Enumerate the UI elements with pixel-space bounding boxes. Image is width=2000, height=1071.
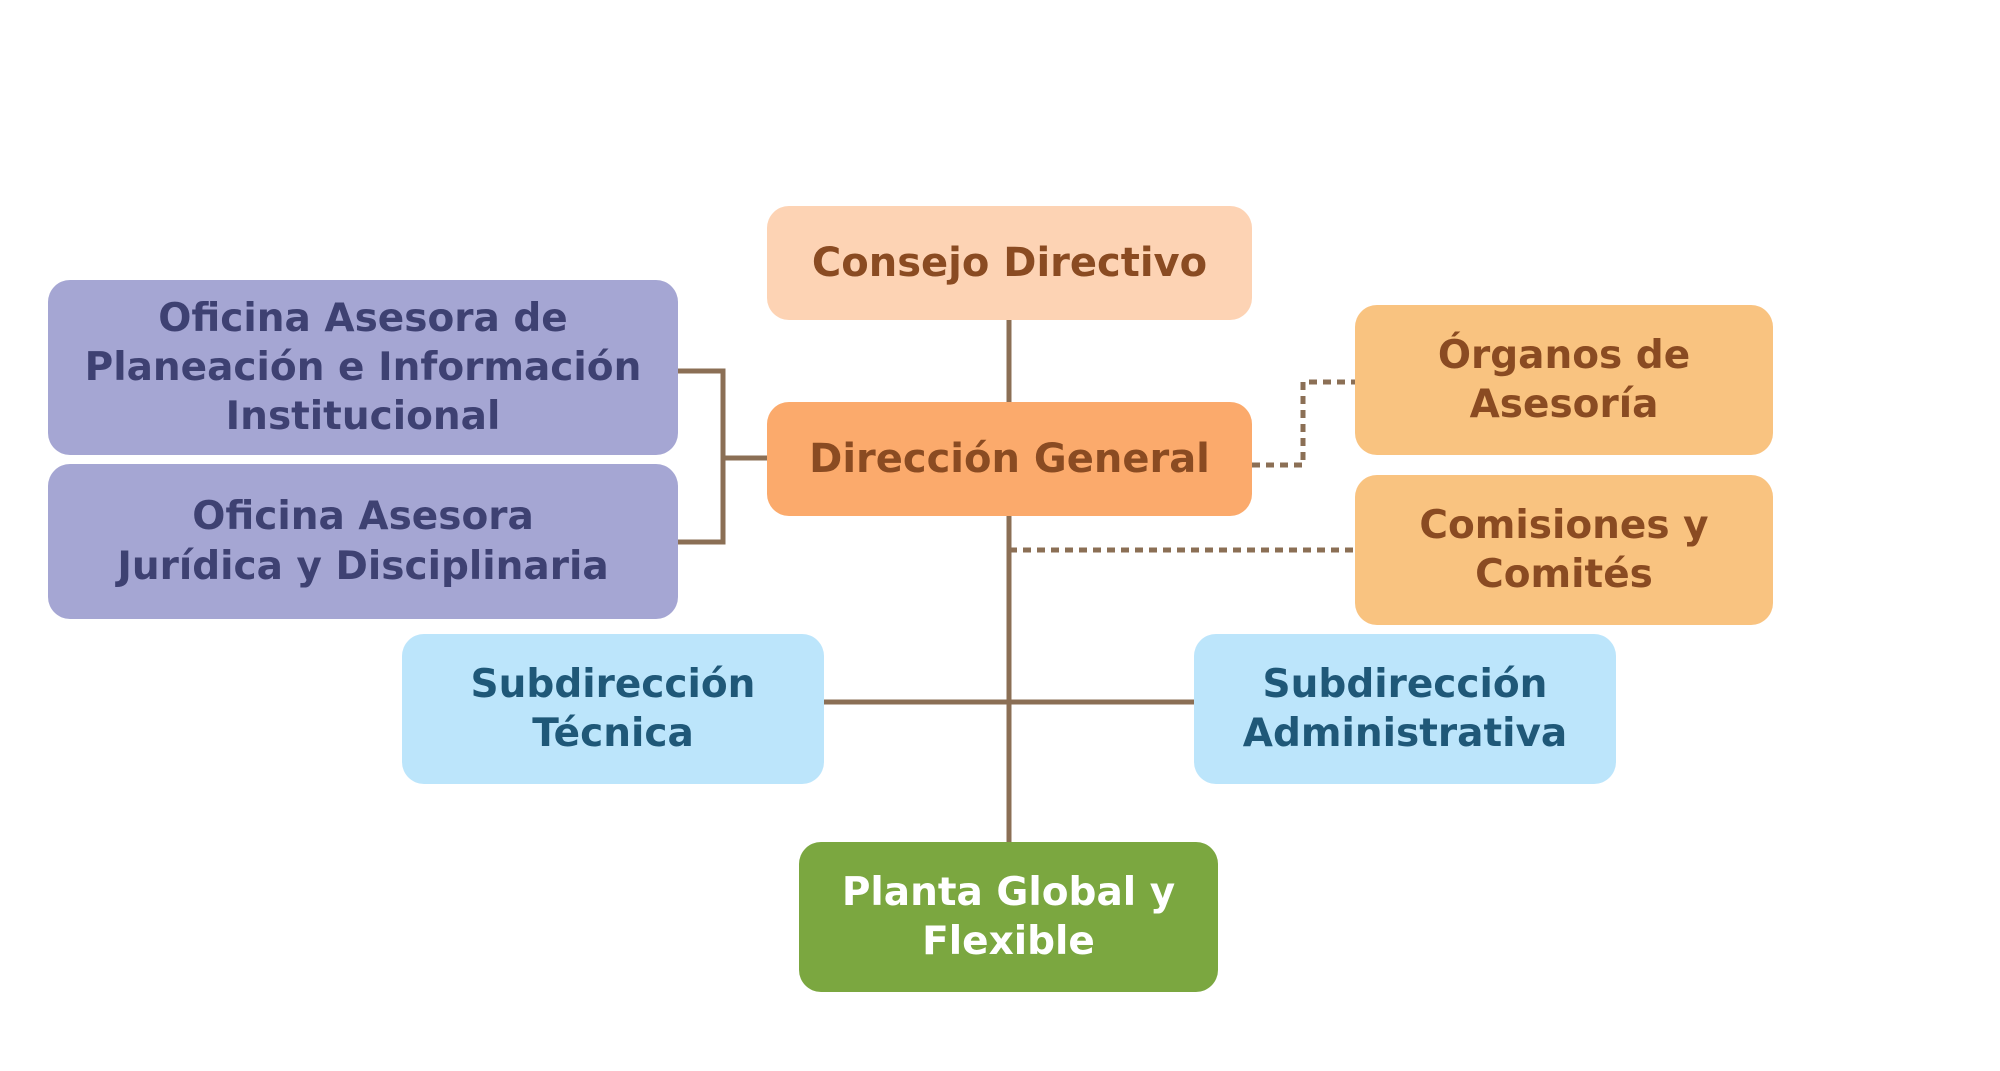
node-label: Planta Global y Flexible	[841, 869, 1176, 964]
node-label: Subdirección Técnica	[470, 661, 756, 756]
node-oficina-juridica: Oficina Asesora Jurídica y Disciplinaria	[48, 464, 678, 619]
node-label: Órganos de Asesoría	[1437, 332, 1691, 427]
node-label: Comisiones y Comités	[1419, 502, 1709, 597]
node-label: Consejo Directivo	[811, 239, 1208, 286]
node-label: Dirección General	[809, 435, 1210, 482]
node-planta-global: Planta Global y Flexible	[799, 842, 1218, 992]
node-oficina-planeacion: Oficina Asesora de Planeación e Informac…	[48, 280, 678, 455]
node-comisiones-comites: Comisiones y Comités	[1355, 475, 1773, 625]
node-consejo-directivo: Consejo Directivo	[767, 206, 1252, 320]
line-oficinas-bracket	[678, 368, 726, 545]
node-label: Oficina Asesora Jurídica y Disciplinaria	[117, 494, 609, 589]
line-organos-dotted	[1252, 379, 1355, 468]
node-subdireccion-administrativa: Subdirección Administrativa	[1194, 634, 1616, 784]
node-subdireccion-tecnica: Subdirección Técnica	[402, 634, 824, 784]
node-direccion-general: Dirección General	[767, 402, 1252, 516]
node-organos-asesoria: Órganos de Asesoría	[1355, 305, 1773, 455]
node-label: Subdirección Administrativa	[1242, 661, 1568, 756]
node-label: Oficina Asesora de Planeación e Informac…	[84, 295, 642, 440]
